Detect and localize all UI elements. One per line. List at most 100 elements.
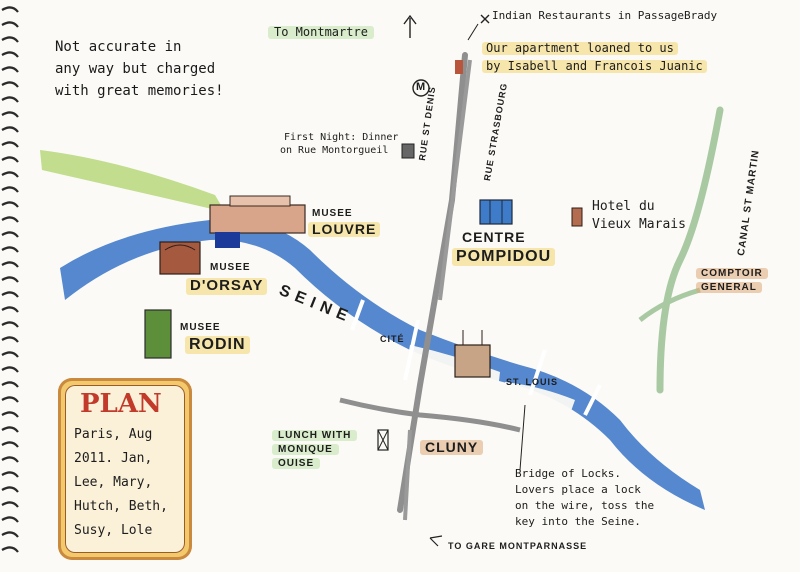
spiral-ring xyxy=(1,501,19,508)
spiral-ring xyxy=(1,441,19,448)
note-line-3: with great memories! xyxy=(55,83,224,99)
spiral-ring xyxy=(1,531,19,538)
first-night-building xyxy=(401,143,415,159)
ile-st-louis xyxy=(503,382,575,414)
label-rodin: RODIN xyxy=(185,336,250,354)
label-orsay: D'ORSAY xyxy=(186,277,268,295)
label-hotel-line2: Vieux Marais xyxy=(592,217,686,232)
spiral-ring xyxy=(1,36,19,43)
hotel-building xyxy=(571,207,583,227)
label-general: GENERAL xyxy=(696,282,762,293)
spiral-ring xyxy=(1,336,19,343)
spiral-binding xyxy=(1,6,19,553)
seine-river xyxy=(60,219,705,510)
spiral-ring xyxy=(1,396,19,403)
spiral-ring xyxy=(1,456,19,463)
label-hotel-line1: Hotel du xyxy=(592,199,655,214)
orsay-building xyxy=(159,241,201,275)
apartment-building xyxy=(455,60,463,74)
label-montmartre: To Montmartre xyxy=(268,25,374,40)
left-bank-street xyxy=(403,429,412,521)
metro-letter: M xyxy=(416,81,427,93)
spiral-ring xyxy=(1,291,19,298)
label-st-louis: ST. LOUIS xyxy=(506,377,559,387)
plan-plaque xyxy=(58,378,192,560)
tuileries-wash xyxy=(40,150,225,212)
plan-line-1: Paris, Aug xyxy=(74,427,153,442)
spiral-ring xyxy=(1,381,19,388)
label-first-night-1: First Night: Dinner xyxy=(284,132,399,143)
note-line-1: Not accurate in xyxy=(55,39,182,55)
spiral-ring xyxy=(1,426,19,433)
label-lunch-line3: OUISE xyxy=(272,458,321,469)
rodin-building xyxy=(144,309,172,359)
label-musee-orsay-small: MUSEE xyxy=(210,262,251,273)
spiral-ring xyxy=(1,366,19,373)
label-first-night-2: on Rue Montorgueil xyxy=(280,145,389,156)
bridges xyxy=(350,299,602,416)
label-louvre: LOUVRE xyxy=(308,221,381,238)
spiral-ring xyxy=(1,546,19,553)
spiral-ring xyxy=(1,201,19,208)
spiral-ring xyxy=(1,51,19,58)
spiral-ring xyxy=(1,276,19,283)
spiral-ring xyxy=(1,111,19,118)
label-musee-louvre-small: MUSEE xyxy=(312,208,353,219)
spiral-ring xyxy=(1,171,19,178)
spiral-ring xyxy=(1,156,19,163)
label-bridge-line1: Bridge of Locks. xyxy=(515,467,621,480)
bridge-pointer xyxy=(519,404,526,471)
spiral-ring xyxy=(1,486,19,493)
plan-title: PLAN xyxy=(80,389,162,419)
spiral-ring xyxy=(1,21,19,28)
plan-plaque-inner xyxy=(65,385,185,553)
label-apartment-line1: Our apartment loaned to us xyxy=(482,41,678,56)
spiral-ring xyxy=(1,411,19,418)
spiral-ring xyxy=(1,81,19,88)
label-musee-rodin-small: MUSEE xyxy=(180,322,221,333)
label-bridge-line2: Lovers place a lock xyxy=(515,483,641,496)
label-comptoir: COMPTOIR xyxy=(696,268,768,279)
label-apartment-line2: by Isabell and Francois Juanic xyxy=(482,59,707,74)
label-lunch-line1: LUNCH WITH xyxy=(272,430,358,441)
label-lunch-line2: MONIQUE xyxy=(272,444,339,455)
plan-line-5: Susy, Lole xyxy=(74,523,153,538)
spiral-ring xyxy=(1,231,19,238)
spiral-ring xyxy=(1,126,19,133)
spiral-ring xyxy=(1,516,19,523)
pompidou-building xyxy=(479,199,513,225)
label-centre: CENTRE xyxy=(462,229,526,245)
label-gare-montparnasse: TO GARE MONTPARNASSE xyxy=(448,541,588,551)
spiral-ring xyxy=(1,261,19,268)
label-bridge-line4: key into the Seine. xyxy=(515,515,641,528)
canal-branch xyxy=(638,287,701,322)
lunch-spot-marker xyxy=(377,429,389,451)
label-cluny: CLUNY xyxy=(420,439,484,456)
spiral-ring xyxy=(1,96,19,103)
spiral-ring xyxy=(1,186,19,193)
canal-st-martin xyxy=(656,106,724,394)
arrow-down-gare xyxy=(429,535,443,547)
rue-strasbourg xyxy=(438,59,472,301)
spiral-ring xyxy=(1,471,19,478)
louvre-building xyxy=(209,195,306,248)
plan-line-4: Hutch, Beth, xyxy=(74,499,168,514)
metro-marker xyxy=(412,79,430,97)
spiral-ring xyxy=(1,6,19,13)
spiral-ring xyxy=(1,216,19,223)
arrow-up-montmartre xyxy=(403,14,417,38)
note-line-2: any way but charged xyxy=(55,61,216,77)
indian-marker xyxy=(480,14,490,24)
plan-line-3: Lee, Mary, xyxy=(74,475,153,490)
spiral-ring xyxy=(1,351,19,358)
spiral-ring xyxy=(1,246,19,253)
label-pompidou: POMPIDOU xyxy=(452,248,556,266)
spiral-ring xyxy=(1,321,19,328)
label-indian-restaurants: Indian Restaurants in PassageBrady xyxy=(492,9,718,22)
ile-de-la-cite xyxy=(405,345,500,390)
label-bridge-line3: on the wire, toss the xyxy=(515,499,655,512)
south-street xyxy=(339,397,521,433)
spiral-ring xyxy=(1,141,19,148)
